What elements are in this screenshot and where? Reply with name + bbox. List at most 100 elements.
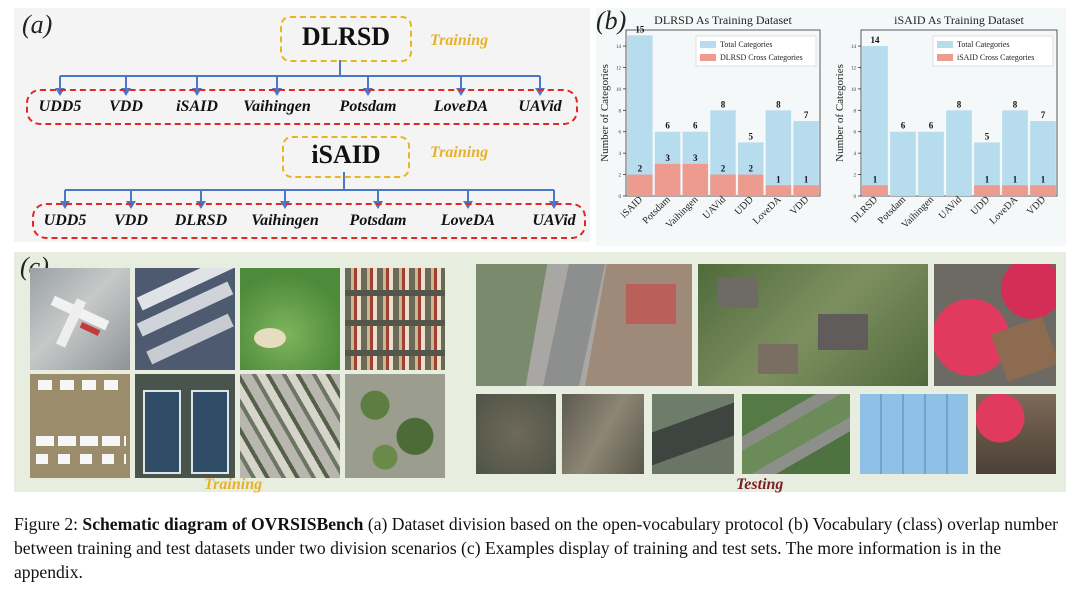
chart-0-label-cross-UDD: 2 <box>748 164 753 174</box>
chart-0-label-total-UAVid: 8 <box>721 99 726 109</box>
chart-1-bar-total-DLRSD <box>862 46 888 197</box>
chart-0-ytick-label: 14 <box>616 45 622 50</box>
chart-1-bar-total-VDD <box>1030 121 1056 196</box>
chart-0-label-cross-VDD: 1 <box>804 174 809 184</box>
chart-0-bar-cross-LoveDA <box>765 185 792 196</box>
chart-0-label-total-Potsdam: 6 <box>665 121 670 131</box>
testing-image-blue-roofs <box>860 394 968 474</box>
testing-image-highway <box>742 394 850 474</box>
caption-prefix: Figure 2: <box>14 514 83 534</box>
chart-0-xtick-UAVid: UAVid <box>701 194 728 221</box>
chart-0-legend-swatch-cross <box>700 54 716 61</box>
chart-1-label-cross-UDD: 1 <box>985 174 990 184</box>
chart-0-legend-swatch-total <box>700 41 716 48</box>
chart-1-ytick-label: 14 <box>851 45 857 50</box>
testing-image-city-street <box>476 264 692 386</box>
training-image-trucks-parking <box>135 268 235 370</box>
training-image-residential-roofs <box>240 374 340 478</box>
chart-0-legend-label-total: Total Categories <box>720 40 773 49</box>
panel-a-dataset-division: (a) <box>14 8 590 242</box>
chart-1-ytick-label: 0 <box>854 195 857 200</box>
leaf-uavid-1: UAVid <box>518 98 562 115</box>
chart-0-label-total-VDD: 7 <box>804 110 809 120</box>
chart-1-xtick-UDD: UDD <box>969 194 992 217</box>
chart-0-bar-cross-VDD <box>793 185 819 196</box>
chart-0-label-cross-Potsdam: 3 <box>665 153 670 163</box>
chart-0-xtick-iSAID: iSAID <box>619 194 645 220</box>
chart-1-label-total-VDD: 7 <box>1041 110 1046 120</box>
chart-1-label-total-DLRSD: 14 <box>871 35 881 45</box>
root-label-dlrsd: DLRSD <box>301 22 391 51</box>
test-group-1-box <box>26 89 578 125</box>
chart-1-ytick-label: 10 <box>851 88 857 93</box>
chart-0-bar-cross-Vaihingen <box>682 163 709 196</box>
chart-1-legend-swatch-cross <box>937 54 953 61</box>
testing-label: Testing <box>736 476 784 493</box>
chart-1-label-total-UAVid: 8 <box>957 99 962 109</box>
chart-1-bar-total-Vaihingen <box>918 131 944 196</box>
chart-0-bar-total-VDD <box>793 121 819 196</box>
chart-1-xtick-VDD: VDD <box>1025 194 1048 217</box>
chart-1-ylabel: Number of Categories <box>834 64 846 162</box>
chart-0-bar-cross-UDD <box>737 174 764 196</box>
chart-0-ytick-label: 6 <box>619 131 622 136</box>
chart-1-label-cross-LoveDA: 1 <box>1013 174 1018 184</box>
chart-1-label-total-Vaihingen: 6 <box>929 121 934 131</box>
chart-1-legend-swatch-total <box>937 41 953 48</box>
chart-1-label-total-UDD: 5 <box>985 131 990 141</box>
testing-image-suburb-houses <box>698 264 928 386</box>
root-label-isaid: iSAID <box>311 140 381 169</box>
chart-1-label-total-Potsdam: 6 <box>901 121 906 131</box>
chart-1-bar-cross-VDD <box>1030 185 1056 196</box>
testing-image-railway <box>652 394 734 474</box>
chart-0-ytick-label: 0 <box>619 195 622 200</box>
leaf-dlrsd-2: DLRSD <box>174 212 228 229</box>
caption-bold-title: Schematic diagram of OVRSISBench <box>82 514 364 534</box>
leaf-vaihingen-1: Vaihingen <box>243 98 311 115</box>
chart-1-title: iSAID As Training Dataset <box>894 13 1024 27</box>
chart-0-label-cross-UAVid: 2 <box>721 164 726 174</box>
leaf-uavid-2: UAVid <box>532 212 576 229</box>
chart-0-ytick-label: 10 <box>616 88 622 93</box>
chart-1-ytick-label: 2 <box>854 174 857 179</box>
chart-0-label-total-Vaihingen: 6 <box>693 121 698 131</box>
chart-1-xtick-UAVid: UAVid <box>937 194 964 221</box>
chart-1-bar-cross-UDD <box>974 185 1000 196</box>
training-image-airplanes-desert <box>30 374 130 478</box>
leaf-loveda-1: LoveDA <box>433 98 489 115</box>
chart-1-ytick-label: 6 <box>854 131 857 136</box>
chart-0-ytick-label: 4 <box>619 152 622 157</box>
chart-0-xtick-VDD: VDD <box>788 194 811 217</box>
training-label: Training <box>204 476 263 493</box>
chart-1-ytick-label: 4 <box>854 152 857 157</box>
chart-0-label-total-LoveDA: 8 <box>776 99 781 109</box>
leaf-isaid-1: iSAID <box>176 98 218 115</box>
chart-0-title: DLRSD As Training Dataset <box>654 13 792 27</box>
chart-0-label-total-iSAID: 15 <box>635 24 645 34</box>
chart-1-ytick-label: 12 <box>851 66 857 71</box>
chart-0-legend-label-cross: DLRSD Cross Categories <box>720 53 803 62</box>
chart-1-ytick-label: 8 <box>854 109 857 114</box>
chart-1-legend-label-total: Total Categories <box>957 40 1010 49</box>
chart-0-ytick-label: 2 <box>619 174 622 179</box>
chart-0-ytick-label: 8 <box>619 109 622 114</box>
testing-image-infrared-trees <box>934 264 1056 386</box>
leaf-loveda-2: LoveDA <box>440 212 496 229</box>
chart-0-label-total-UDD: 5 <box>748 131 753 141</box>
chart-1-label-cross-VDD: 1 <box>1041 174 1046 184</box>
chart-0-bar-total-LoveDA <box>765 110 792 196</box>
testing-image-infrared-house <box>976 394 1056 474</box>
chart-1-legend-label-cross: iSAID Cross Categories <box>957 53 1034 62</box>
training-image-golf-course <box>240 268 340 370</box>
testing-image-field-1 <box>476 394 556 474</box>
chart-0-bar-cross-Potsdam <box>654 163 681 196</box>
leaf-vaihingen-2: Vaihingen <box>251 212 319 229</box>
panel-c-examples: (c) Training <box>14 252 1066 493</box>
chart-0-label-cross-LoveDA: 1 <box>776 174 781 184</box>
chart-0-ytick-label: 12 <box>616 66 622 71</box>
chart-0-label-cross-Vaihingen: 3 <box>693 153 698 163</box>
panel-b-letter: (b) <box>596 6 627 35</box>
chart-0-bar-total-iSAID <box>627 35 653 196</box>
